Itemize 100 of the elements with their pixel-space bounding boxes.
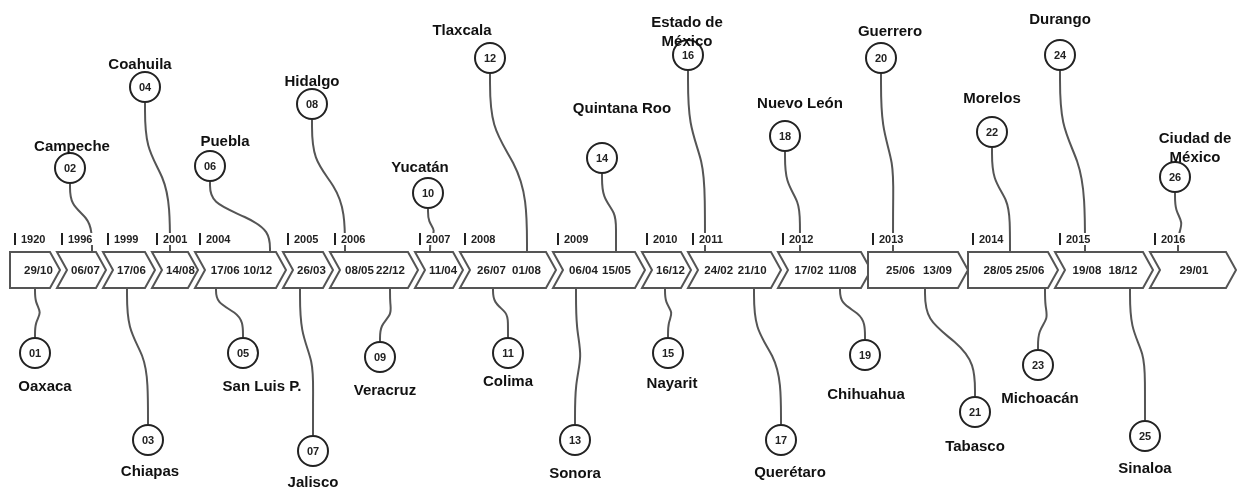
state-name: Veracruz [353,380,417,399]
date-label: 16/12 [656,264,685,276]
state-name: Nuevo León [757,93,843,112]
date-label: 08/05 [345,264,374,276]
callout-number: 23 [1031,359,1045,371]
callout-number: 01 [28,347,42,359]
leader-line [311,119,346,253]
leader-line [687,70,706,253]
callout-number: 24 [1053,49,1067,61]
callout-number: 16 [681,49,695,61]
state-name: Sonora [549,463,601,482]
callout-number: 13 [568,434,582,446]
callout-number: 10 [421,187,435,199]
date-label: 15/05 [602,264,631,276]
number-circle [976,116,1008,148]
leader-line [299,287,315,436]
state-name: Tlaxcala [432,20,492,39]
leader-line [753,287,782,425]
callout-number: 02 [63,162,77,174]
date-label: 29/10 [24,264,53,276]
state-name: Campeche [34,136,110,155]
state-name: Coahuila [108,54,172,73]
leader-line [574,287,582,425]
date-label: 26/07 [477,264,506,276]
number-circle [559,424,591,456]
callout-number: 14 [595,152,609,164]
date-label: 19/08 [1072,264,1102,276]
callout-number: 12 [483,52,497,64]
number-circle [1022,349,1054,381]
state-name: Quintana Roo [572,98,672,117]
callout-number: 26 [1168,171,1182,183]
year-label: 2010 [646,233,680,245]
state-name: Jalisco [287,472,339,491]
year-label: 2007 [419,233,453,245]
leader-line [1037,287,1048,350]
leader-line [215,287,244,338]
number-circle [492,337,524,369]
number-circle [364,341,396,373]
leader-line [664,287,673,338]
date-label: 11/08 [828,264,857,276]
state-name: Estado de México [650,12,724,50]
state-name: Ciudad de México [1157,128,1233,166]
callout-number: 06 [203,160,217,172]
leader-line [880,73,895,253]
number-circle [227,337,259,369]
callout-number: 09 [373,351,387,363]
year-label: 2012 [782,233,816,245]
state-name: Tabasco [945,436,1005,455]
leader-line [991,147,1011,253]
leader-line [601,173,617,253]
date-label: 25/06 [886,264,915,276]
number-circle [194,150,226,182]
year-label: 2001 [156,233,190,245]
leader-line [34,287,41,338]
leader-line [839,287,866,340]
year-label: 2016 [1154,233,1188,245]
number-circle [1129,420,1161,452]
state-name: Chiapas [120,461,180,480]
state-name: Colima [483,371,533,390]
state-name: Sinaloa [1118,458,1172,477]
state-name: Chihuahua [827,384,905,403]
state-name: Hidalgo [284,71,340,90]
state-name: Oaxaca [18,376,72,395]
state-name: Yucatán [391,157,449,176]
year-label: 2011 [692,233,725,245]
year-label: 2015 [1059,233,1093,245]
leader-line [924,287,976,397]
leader-line [1129,287,1146,421]
year-label: 1920 [14,233,48,245]
leader-line [209,181,271,253]
number-circle [297,435,329,467]
state-name: Durango [1029,9,1091,28]
callout-number: 22 [985,126,999,138]
year-label: 2006 [334,233,368,245]
date-label: 01/08 [512,264,541,276]
callout-number: 20 [874,52,888,64]
state-name: Puebla [200,131,250,150]
callout-number: 25 [1138,430,1152,442]
date-label: 11/04 [429,264,458,276]
number-circle [129,71,161,103]
number-circle [132,424,164,456]
date-label: 18/12 [1108,264,1138,276]
year-label: 2013 [872,233,906,245]
number-circle [1159,161,1191,193]
year-label: 2004 [199,233,233,245]
state-name: Guerrero [857,21,923,40]
date-label: 25/06 [1015,264,1045,276]
date-label: 06/07 [71,264,100,276]
year-label: 2009 [557,233,591,245]
leader-line [492,287,509,338]
date-label: 24/02 [704,264,734,276]
date-label: 06/04 [569,264,598,276]
number-circle [849,339,881,371]
date-label: 28/05 [983,264,1013,276]
date-label: 17/06 [117,264,146,276]
number-circle [412,177,444,209]
number-circle [19,337,51,369]
number-circle [474,42,506,74]
number-circle [296,88,328,120]
date-label: 17/06 [210,264,240,276]
